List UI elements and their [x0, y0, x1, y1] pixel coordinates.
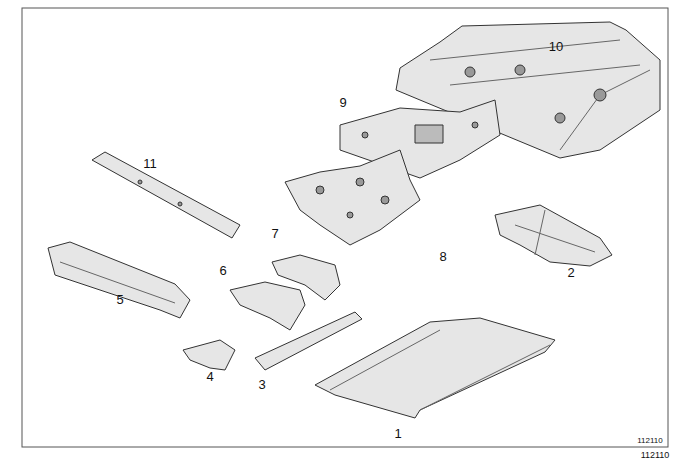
callout-number: 9 — [339, 96, 346, 109]
front-cross-member — [48, 242, 190, 318]
callout-number: 4 — [206, 370, 213, 383]
floor-pan — [315, 318, 555, 418]
callout-number: 7 — [271, 227, 278, 240]
callout-number: 1 — [394, 427, 401, 440]
callout-number: 2 — [567, 266, 574, 279]
rear-cross-member — [495, 205, 612, 266]
gusset — [183, 340, 235, 370]
rear-floor — [396, 22, 660, 158]
callout-number: 6 — [219, 264, 226, 277]
callout-number: 3 — [258, 378, 265, 391]
tunnel-member — [285, 150, 420, 245]
callout-number: 10 — [549, 40, 563, 53]
callout-number: 5 — [116, 293, 123, 306]
figure-id: 112110 — [637, 437, 663, 445]
sill-strip — [255, 312, 362, 370]
callout-number: 11 — [143, 157, 157, 170]
figure-id: 112110 — [641, 451, 670, 460]
cross-member-detail — [415, 125, 443, 143]
dash-cross-member — [92, 152, 240, 238]
frame — [22, 8, 668, 447]
seat-bracket — [230, 282, 305, 330]
callout-number: 8 — [439, 250, 446, 263]
